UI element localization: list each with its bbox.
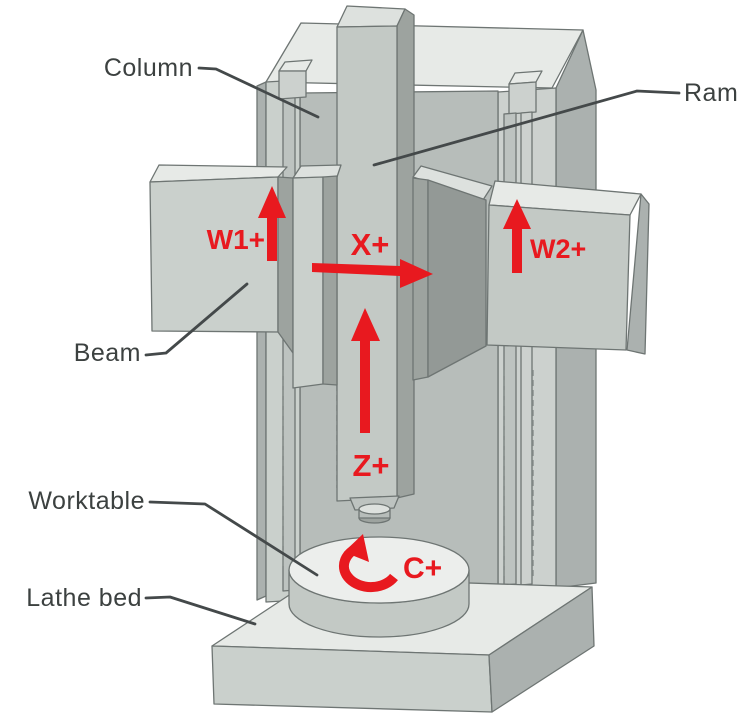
c-axis-label: C+ bbox=[403, 552, 442, 585]
worktable-structure bbox=[288, 536, 470, 638]
column-leader-line bbox=[197, 66, 320, 119]
w1-axis-arrow-icon bbox=[258, 186, 286, 261]
right-rail-cap bbox=[508, 70, 543, 115]
bed-front-face bbox=[211, 645, 493, 713]
w1-arrow-head bbox=[258, 186, 286, 218]
ram-leader-line bbox=[372, 89, 681, 167]
c-arrow-head bbox=[344, 534, 369, 562]
right-rail-cap-front bbox=[508, 81, 537, 115]
ram-top-face bbox=[336, 5, 406, 28]
beam-leader-line bbox=[144, 282, 249, 357]
ram-label: Ram bbox=[684, 79, 738, 107]
lathe-bed-label: Lathe bed bbox=[26, 584, 142, 612]
w2-axis-arrow-icon bbox=[503, 199, 531, 273]
worktable-top bbox=[288, 536, 470, 604]
column-label: Column bbox=[104, 54, 193, 82]
column-left-wall-side bbox=[256, 81, 267, 601]
left-rail-cap-front bbox=[278, 70, 307, 100]
axis-arrows bbox=[258, 186, 531, 593]
beam-right-box-side bbox=[626, 193, 650, 355]
x-axis-arrow-icon bbox=[312, 259, 433, 288]
x-axis-label: X+ bbox=[351, 227, 390, 262]
x-arrow-shaft bbox=[312, 263, 400, 276]
worktable-label: Worktable bbox=[28, 487, 145, 515]
c-axis-rotation-arrow-icon bbox=[338, 534, 398, 593]
spindle-nose-top bbox=[358, 503, 391, 515]
w2-arrow-shaft bbox=[512, 227, 522, 273]
worktable-leader-line bbox=[148, 500, 319, 577]
axis-labels: W1+ W2+ X+ Z+ C+ bbox=[207, 224, 587, 585]
lathe-bed-leader-line bbox=[144, 595, 257, 626]
beam-saddle-plate bbox=[292, 176, 324, 389]
part-labels: Column Ram Beam Worktable Lathe bed bbox=[26, 54, 738, 626]
z-axis-label: Z+ bbox=[352, 448, 389, 483]
z-arrow-head bbox=[351, 308, 380, 341]
z-arrow-shaft bbox=[360, 339, 370, 433]
ram-structure bbox=[336, 5, 415, 524]
beam-gap-left bbox=[277, 176, 294, 354]
bed-right-face bbox=[488, 586, 595, 713]
z-axis-arrow-icon bbox=[351, 308, 380, 433]
w2-axis-label: W2+ bbox=[530, 234, 586, 264]
beam-label: Beam bbox=[74, 339, 141, 367]
beam-structure bbox=[149, 164, 650, 389]
w1-arrow-shaft bbox=[267, 216, 277, 261]
x-arrow-head bbox=[400, 259, 433, 288]
w1-axis-label: W1+ bbox=[207, 224, 265, 255]
w2-arrow-head bbox=[503, 199, 531, 229]
ram-side-face bbox=[396, 8, 415, 499]
beam-right-box-shadow-side bbox=[427, 179, 487, 378]
beam-saddle-gap bbox=[322, 175, 338, 386]
left-rail-cap bbox=[278, 59, 313, 100]
beam-right-box-front bbox=[486, 204, 631, 351]
